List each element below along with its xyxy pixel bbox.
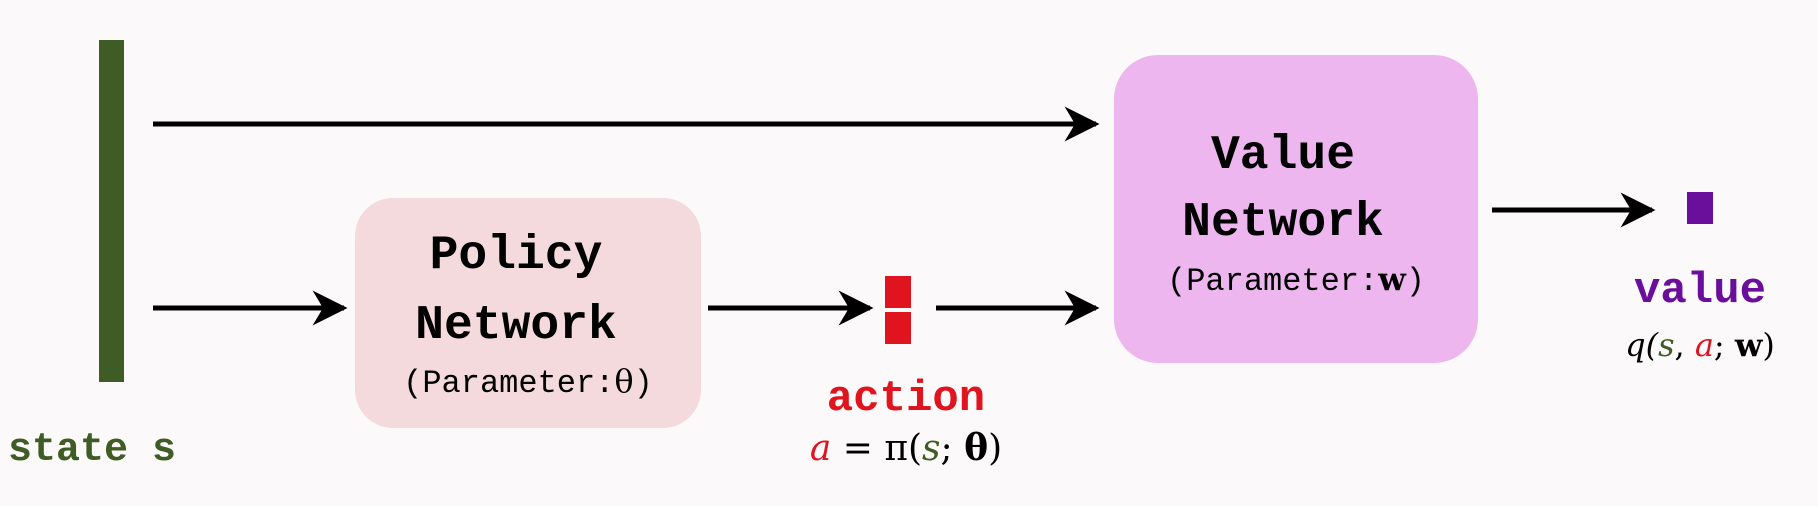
action-formula: a = π(s; θ) xyxy=(810,427,1002,469)
policy-param-prefix: (Parameter: xyxy=(403,365,614,402)
policy-param-suffix: ) xyxy=(634,365,653,402)
value-network-title-line2: Network xyxy=(1182,196,1384,250)
value-param-suffix: ) xyxy=(1406,263,1425,300)
value-param-w: w xyxy=(1377,260,1407,298)
action-formula-eq: = π( xyxy=(831,428,922,469)
value-formula-s: s xyxy=(1658,326,1674,364)
policy-param-theta: θ xyxy=(614,362,633,400)
value-formula-comma: , xyxy=(1674,326,1694,364)
value-formula-a: a xyxy=(1695,326,1714,364)
state-vector xyxy=(99,40,124,382)
value-param-prefix: (Parameter: xyxy=(1167,263,1378,300)
action-formula-close: ) xyxy=(988,428,1002,469)
value-network-parameter: (Parameter:w) xyxy=(1167,260,1425,300)
value-output-square xyxy=(1687,192,1713,224)
value-formula-sep: ; xyxy=(1714,326,1735,364)
action-formula-sep: ; xyxy=(941,428,965,469)
value-label: value xyxy=(1634,266,1766,316)
value-formula-w: w xyxy=(1734,326,1764,364)
action-vector-top xyxy=(885,276,911,308)
policy-network-title-line1: Policy xyxy=(430,229,603,283)
policy-network-parameter: (Parameter:θ) xyxy=(403,362,653,402)
action-formula-theta: θ xyxy=(964,427,988,469)
policy-network-title-line2: Network xyxy=(415,299,617,353)
action-formula-s: s xyxy=(922,428,940,469)
value-formula-q: q( xyxy=(1625,326,1659,364)
value-network-title-line1: Value xyxy=(1211,129,1355,183)
state-label: state s xyxy=(8,428,176,473)
action-formula-a: a xyxy=(810,428,831,469)
action-label: action xyxy=(827,374,985,424)
value-formula: q(s, a; w) xyxy=(1625,326,1775,364)
value-formula-close: ) xyxy=(1762,326,1774,364)
action-vector-bottom xyxy=(885,312,911,344)
policy-network-box xyxy=(355,198,701,428)
value-network-box xyxy=(1114,55,1478,363)
